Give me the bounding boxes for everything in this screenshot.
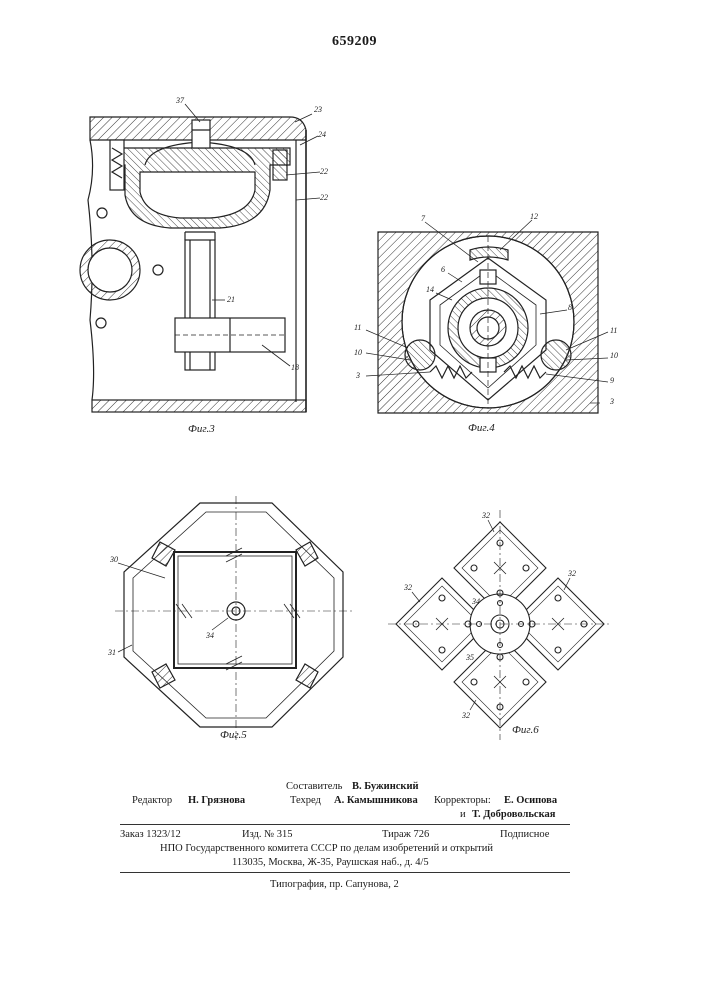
circulation: Тираж 726 (382, 828, 429, 842)
printer-row: Типография, пр. Сапунова, 2 (120, 878, 570, 892)
fig4-ref-10-left: 10 (354, 348, 362, 357)
editor-label: Редактор (132, 794, 172, 808)
fig6-ref-32-right: 32 (567, 569, 576, 578)
compiler-name: В. Бужинский (352, 780, 419, 794)
order-row: Заказ 1323/12 Изд. № 315 Тираж 726 Подпи… (120, 828, 570, 842)
compiler-row: Составитель В. Бужинский (120, 780, 570, 794)
fig6-ref-32-top: 32 (481, 511, 490, 520)
correctors-label: Корректоры: (434, 794, 491, 808)
editor-row: Редактор Н. Грязнова Техред А. Камышнико… (120, 794, 570, 808)
subscription: Подписное (500, 828, 549, 842)
fig5-ref-34: 34 (205, 631, 214, 640)
fig6-ref-32-left: 32 (403, 583, 412, 592)
fig3-ref-23: 23 (314, 105, 322, 114)
fig3-ref-22b: 22 (320, 193, 328, 202)
fig3-ref-22a: 22 (320, 167, 328, 176)
corrector-2: Т. Добровольская (472, 808, 555, 822)
corrector-1: Е. Осипова (504, 794, 557, 808)
org-line: НПО Государственного комитета СССР по де… (160, 842, 493, 856)
divider-top (120, 824, 570, 825)
fig3-caption: Фиг.3 (188, 423, 215, 435)
techred-name: А. Камышникова (334, 794, 418, 808)
fig6-ref-34: 34 (471, 597, 480, 606)
corrector-2-row: и Т. Добровольская (120, 808, 570, 822)
fig5-ref-30: 30 (109, 555, 118, 564)
figure-5-labels: 30 31 34 Фиг.5 (107, 555, 247, 741)
fig4-ref-12: 12 (530, 212, 538, 221)
fig6-ref-35: 35 (465, 653, 474, 662)
org-row: НПО Государственного комитета СССР по де… (120, 842, 570, 856)
fig4-ref-8: 8 (568, 303, 572, 312)
address-line: 113035, Москва, Ж-35, Раушская наб., д. … (232, 856, 429, 870)
fig4-ref-10-right: 10 (610, 351, 618, 360)
figure-3 (80, 104, 320, 412)
figure-6 (388, 510, 612, 740)
printer-line: Типография, пр. Сапунова, 2 (270, 878, 399, 892)
fig3-ref-24: 24 (318, 130, 326, 139)
divider-bottom (120, 872, 570, 873)
fig3-ref-37: 37 (175, 96, 185, 105)
fig4-ref-9: 9 (610, 376, 614, 385)
fig4-ref-11-right: 11 (610, 326, 617, 335)
fig3-ref-21: 21 (227, 295, 235, 304)
fig4-caption: Фиг.4 (468, 422, 495, 434)
corrector-2-prefix: и (460, 808, 466, 822)
techred-label: Техред (290, 794, 321, 808)
fig5-ref-31: 31 (107, 648, 116, 657)
imprint-block: Составитель В. Бужинский Редактор Н. Гря… (120, 780, 570, 892)
fig6-caption: Фиг.6 (512, 724, 539, 736)
editor-name: Н. Грязнова (188, 794, 245, 808)
fig5-caption: Фиг.5 (220, 729, 247, 741)
fig4-ref-7: 7 (421, 214, 426, 223)
drawings-sheet: 37 23 24 22 22 21 18 Фиг.3 (0, 0, 707, 760)
fig4-ref-14: 14 (426, 285, 434, 294)
figure-4 (366, 220, 608, 413)
fig4-ref-3-left: 3 (355, 371, 360, 380)
compiler-label: Составитель (286, 780, 342, 794)
fig4-ref-3-right: 3 (609, 397, 614, 406)
fig3-ref-18: 18 (291, 363, 299, 372)
fig4-ref-6: 6 (441, 265, 445, 274)
figure-5 (115, 496, 352, 740)
fig6-ref-32-bottom: 32 (461, 711, 470, 720)
address-row: 113035, Москва, Ж-35, Раушская наб., д. … (120, 856, 570, 870)
fig4-ref-11-left: 11 (354, 323, 361, 332)
order-number: Заказ 1323/12 (120, 828, 181, 842)
edition-number: Изд. № 315 (242, 828, 293, 842)
